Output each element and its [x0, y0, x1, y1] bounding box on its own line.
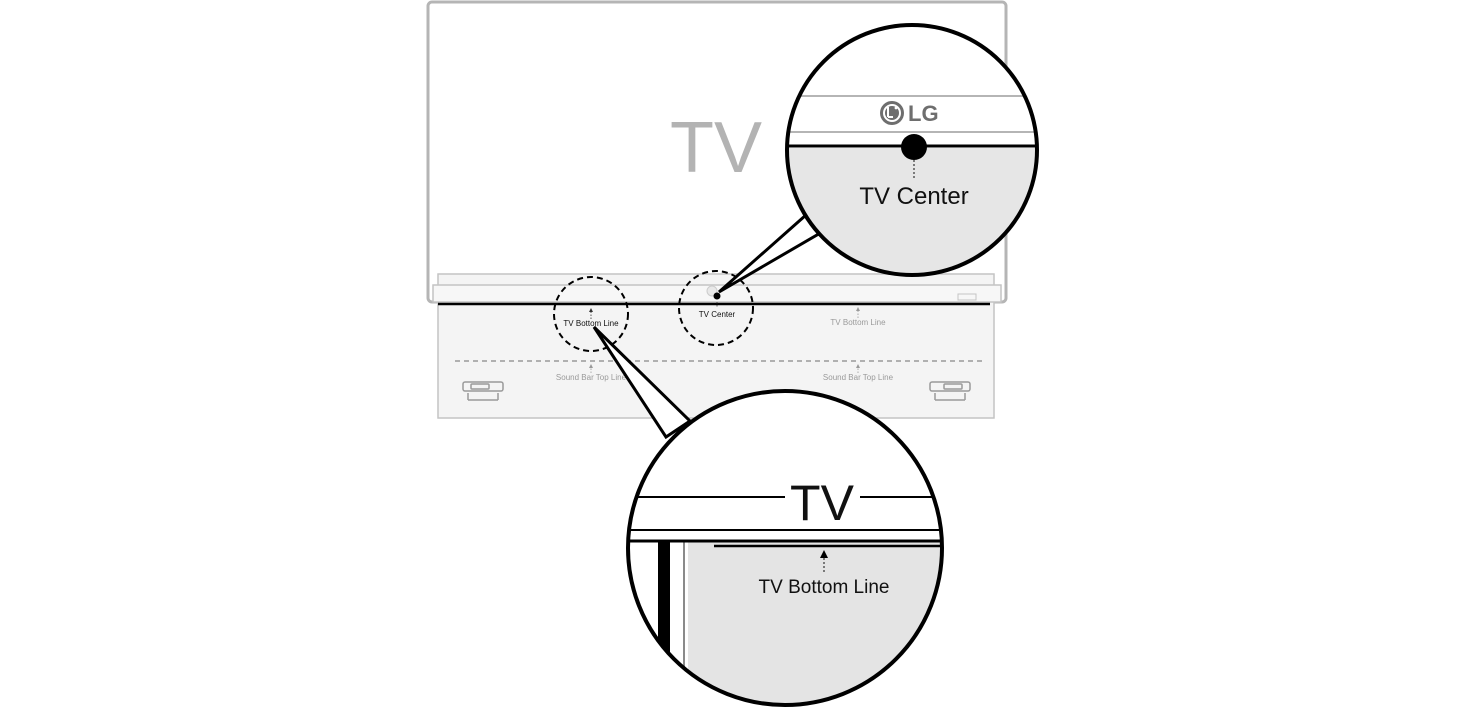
tv-bottom-line-right-label: TV Bottom Line — [830, 318, 886, 327]
tv-center-label: TV Center — [699, 310, 736, 319]
soundbar-template: TV Bottom Line TV Center TV Bottom Line … — [432, 273, 1002, 419]
zoom-tv-bottom-line-label: TV Bottom Line — [759, 577, 890, 598]
tv-bottom-line-left-label: TV Bottom Line — [563, 319, 619, 328]
zoom-tv-label: TV — [790, 475, 855, 531]
sound-bar-top-line-right-label: Sound Bar Top Line — [823, 373, 894, 382]
zoom-center-dot — [901, 134, 927, 160]
center-focus-circle — [678, 270, 754, 346]
tv-center-dot — [713, 292, 721, 300]
bottom-zoom-circle: TV TV Bottom Line — [626, 389, 944, 707]
bottom-line-focus-circle — [553, 276, 629, 352]
lg-logo-text: LG — [908, 101, 939, 126]
lg-logo-icon — [880, 101, 904, 125]
bracket-left-icon — [462, 381, 504, 401]
bottom-callout-pointer — [592, 325, 693, 440]
bracket-right-icon — [929, 381, 971, 401]
zoom-tv-center-label: TV Center — [859, 183, 968, 210]
sound-bar-top-line-left-label: Sound Bar Top Line — [556, 373, 627, 382]
tv-label: TV — [670, 108, 762, 188]
